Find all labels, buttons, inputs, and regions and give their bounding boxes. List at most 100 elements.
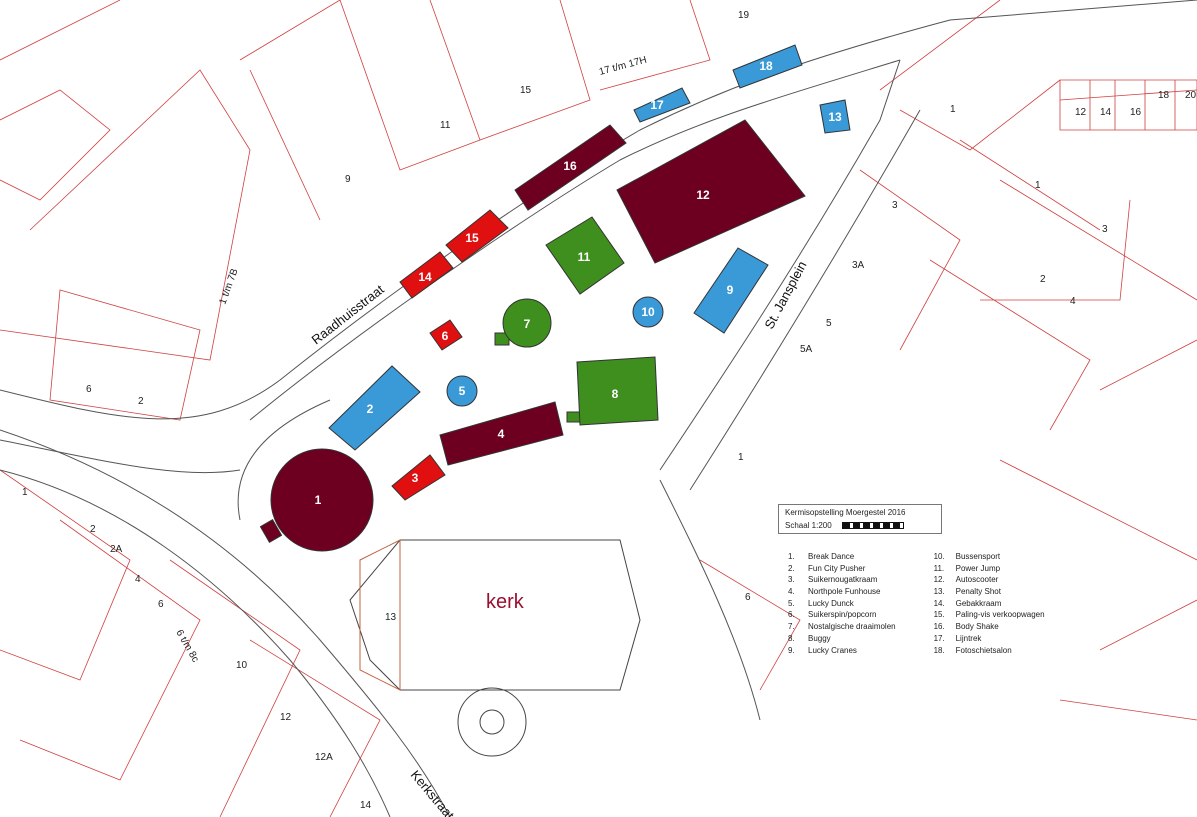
svg-text:9: 9 (727, 283, 734, 297)
svg-text:18: 18 (759, 59, 773, 73)
legend-item: 18.Fotoschietsalon (934, 646, 1045, 658)
legend-item: 5.Lucky Dunck (788, 599, 896, 611)
legend-number: 9. (788, 645, 795, 655)
svg-text:11: 11 (578, 250, 591, 264)
church-label: kerk (486, 591, 525, 613)
svg-text:4: 4 (498, 427, 505, 441)
map-legend: Kermisopstelling Moergestel 2016 Schaal … (778, 504, 1045, 657)
scale-bar (841, 522, 904, 530)
svg-text:14: 14 (418, 270, 432, 284)
svg-text:18: 18 (1158, 90, 1170, 101)
attraction-9[interactable]: 9 (693, 247, 769, 334)
attraction-1[interactable]: 1 (259, 448, 374, 552)
street-labels: Raadhuisstraat St. Jansplein Kerkstraat … (309, 259, 810, 817)
svg-text:1: 1 (950, 104, 956, 115)
legend-number: 6. (788, 610, 795, 620)
legend-number: 2. (788, 563, 795, 573)
attraction-17[interactable]: 17 (633, 87, 691, 123)
attraction-13[interactable]: 13 (819, 99, 851, 134)
legend-item: 2.Fun City Pusher (788, 564, 896, 576)
legend-item: 7. Nostalgische draaimolen (788, 622, 896, 634)
attraction-3[interactable]: 3 (391, 454, 446, 501)
legend-number: 4. (788, 587, 795, 597)
svg-text:11: 11 (440, 120, 451, 131)
svg-text:1: 1 (1035, 180, 1041, 191)
svg-text:3A: 3A (852, 260, 865, 271)
church-building (349, 539, 641, 757)
legend-number: 16. (933, 622, 945, 632)
legend-name: Power Jump (955, 563, 1001, 573)
svg-text:6: 6 (86, 384, 92, 395)
scale-label: Schaal 1:200 (785, 521, 832, 530)
legend-title-box: Kermisopstelling Moergestel 2016 Schaal … (778, 504, 942, 534)
svg-text:3: 3 (412, 471, 419, 485)
attraction-15[interactable]: 15 (445, 209, 509, 263)
attraction-16[interactable]: 16 (514, 124, 627, 211)
svg-text:10: 10 (641, 305, 655, 319)
svg-text:5: 5 (826, 318, 832, 329)
legend-number: 11. (933, 563, 945, 573)
street-raadhuisstraat: Raadhuisstraat (309, 281, 387, 347)
legend-name: Autoscooter (955, 575, 999, 585)
legend-name: Bussensport (955, 552, 1001, 561)
attraction-12[interactable]: 12 (616, 119, 806, 264)
legend-item: 8. Buggy (788, 634, 896, 646)
svg-text:2: 2 (138, 396, 144, 407)
legend-item: 15. Paling-vis verkoopwagen (934, 610, 1045, 622)
legend-item: 17.Lijntrek (934, 634, 1045, 646)
svg-text:10: 10 (236, 660, 248, 671)
legend-name: Lucky Dunck (808, 598, 854, 608)
legend-name: Buggy (808, 633, 831, 643)
attraction-4[interactable]: 4 (439, 401, 564, 466)
legend-number: 1. (788, 552, 795, 561)
svg-text:4: 4 (135, 574, 141, 585)
attraction-18[interactable]: 18 (732, 44, 803, 89)
svg-text:19: 19 (738, 10, 750, 21)
legend-name: Lijntrek (955, 633, 982, 643)
svg-text:2: 2 (367, 402, 374, 416)
svg-text:4: 4 (1070, 296, 1076, 307)
legend-name: Paling-vis verkoopwagen (955, 610, 1045, 620)
legend-number: 14. (933, 598, 945, 608)
legend-name: Gebakkraam (955, 598, 1002, 608)
attractions: 1 2 3 4 5 6 7 8 9 10 11 12 13 14 15 16 1… (259, 44, 851, 552)
svg-text:15: 15 (465, 231, 479, 245)
svg-text:16: 16 (1130, 107, 1142, 118)
legend-number: 15. (933, 610, 945, 620)
legend-item: 13.Penalty Shot (934, 587, 1045, 599)
svg-text:6: 6 (158, 599, 164, 610)
legend-number: 8. (788, 633, 795, 643)
svg-text:3: 3 (892, 200, 898, 211)
legend-number: 10. (933, 552, 945, 561)
svg-text:12: 12 (1075, 107, 1087, 118)
legend-name: Suikernougatkraam (808, 575, 878, 585)
legend-item: 16. Body Shake (934, 622, 1045, 634)
attraction-7[interactable]: 7 (494, 298, 552, 348)
street-kerkstraat: Kerkstraat (408, 767, 458, 817)
svg-text:1 t/m 7B: 1 t/m 7B (217, 267, 240, 306)
attraction-8[interactable]: 8 (566, 356, 659, 426)
street-st-jansplein: St. Jansplein (761, 259, 809, 332)
attraction-6[interactable]: 6 (429, 319, 463, 351)
svg-text:1: 1 (738, 452, 744, 463)
legend-number: 3. (788, 575, 795, 585)
attraction-5[interactable]: 5 (446, 375, 478, 407)
svg-text:13: 13 (828, 110, 842, 124)
svg-text:6 t/m 8c: 6 t/m 8c (173, 628, 200, 664)
legend-number: 7. (788, 622, 795, 632)
svg-text:15: 15 (520, 85, 532, 96)
legend-name: Body Shake (955, 622, 999, 632)
attraction-14[interactable]: 14 (399, 251, 454, 299)
svg-text:14: 14 (360, 800, 372, 811)
svg-text:1: 1 (315, 493, 322, 507)
legend-name: Nostalgische draaimolen (808, 622, 896, 632)
attraction-10[interactable]: 10 (632, 296, 664, 328)
svg-text:5A: 5A (800, 344, 813, 355)
svg-text:5: 5 (459, 384, 466, 398)
attraction-11[interactable]: 11 (545, 216, 625, 295)
attraction-2[interactable]: 2 (328, 365, 421, 451)
